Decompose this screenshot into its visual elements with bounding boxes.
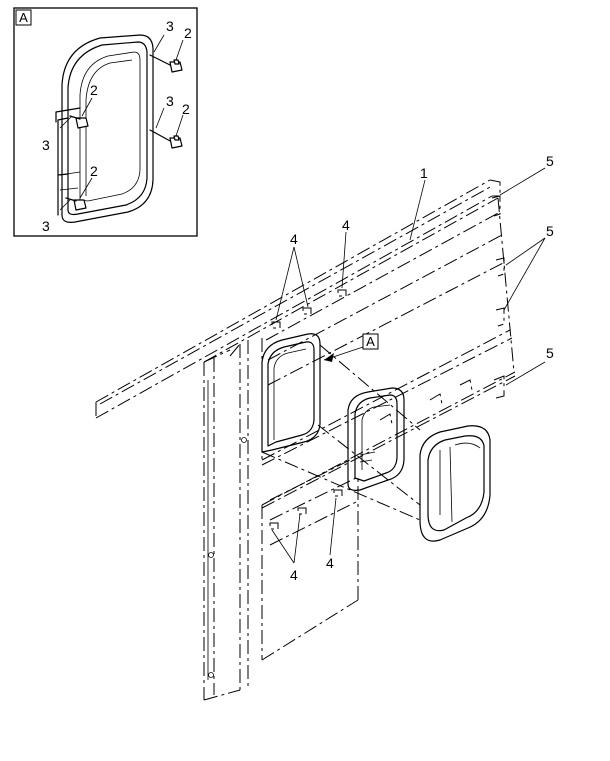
right-brackets [379,195,505,425]
callout-main-4d: 4 [326,555,334,571]
panel-clips [269,289,347,530]
top-rail [95,179,501,419]
detail-fasteners [65,54,183,211]
panel-window [261,333,321,453]
callout-main-5a: 5 [546,153,554,169]
callout-detail-2c: 2 [182,101,190,117]
callout-detail-2b: 2 [90,82,98,98]
callout-view-ref: A [366,334,375,349]
view-ref-box [362,333,379,350]
callout-main-4b: 4 [342,217,350,233]
callout-main-5c: 5 [546,345,554,361]
callout-main-1: 1 [420,165,428,181]
main-assembly: A 1 5 5 5 4 4 4 4 [95,153,554,701]
detail-leaders [59,34,184,211]
callout-detail-2d: 2 [90,163,98,179]
callout-detail-3b: 3 [42,137,50,153]
callout-main-5b: 5 [546,223,554,239]
window-bezel [347,387,405,491]
vertical-pillar [203,340,249,701]
alignment-lines [261,344,421,521]
detail-a-label: A [19,10,28,25]
callout-detail-3a: 3 [166,18,174,34]
callout-main-4c: 4 [290,567,298,583]
exterior-housing [419,425,491,542]
detail-a-inset: A [13,7,198,237]
callout-main-4a: 4 [290,231,298,247]
upper-panel [203,197,516,509]
main-leaders [271,167,546,564]
callout-detail-2a: 2 [184,25,192,41]
callout-detail-3c: 3 [166,93,174,109]
lower-panel [261,459,359,661]
detail-window-frame [55,34,154,223]
callout-detail-3d: 3 [42,218,50,234]
